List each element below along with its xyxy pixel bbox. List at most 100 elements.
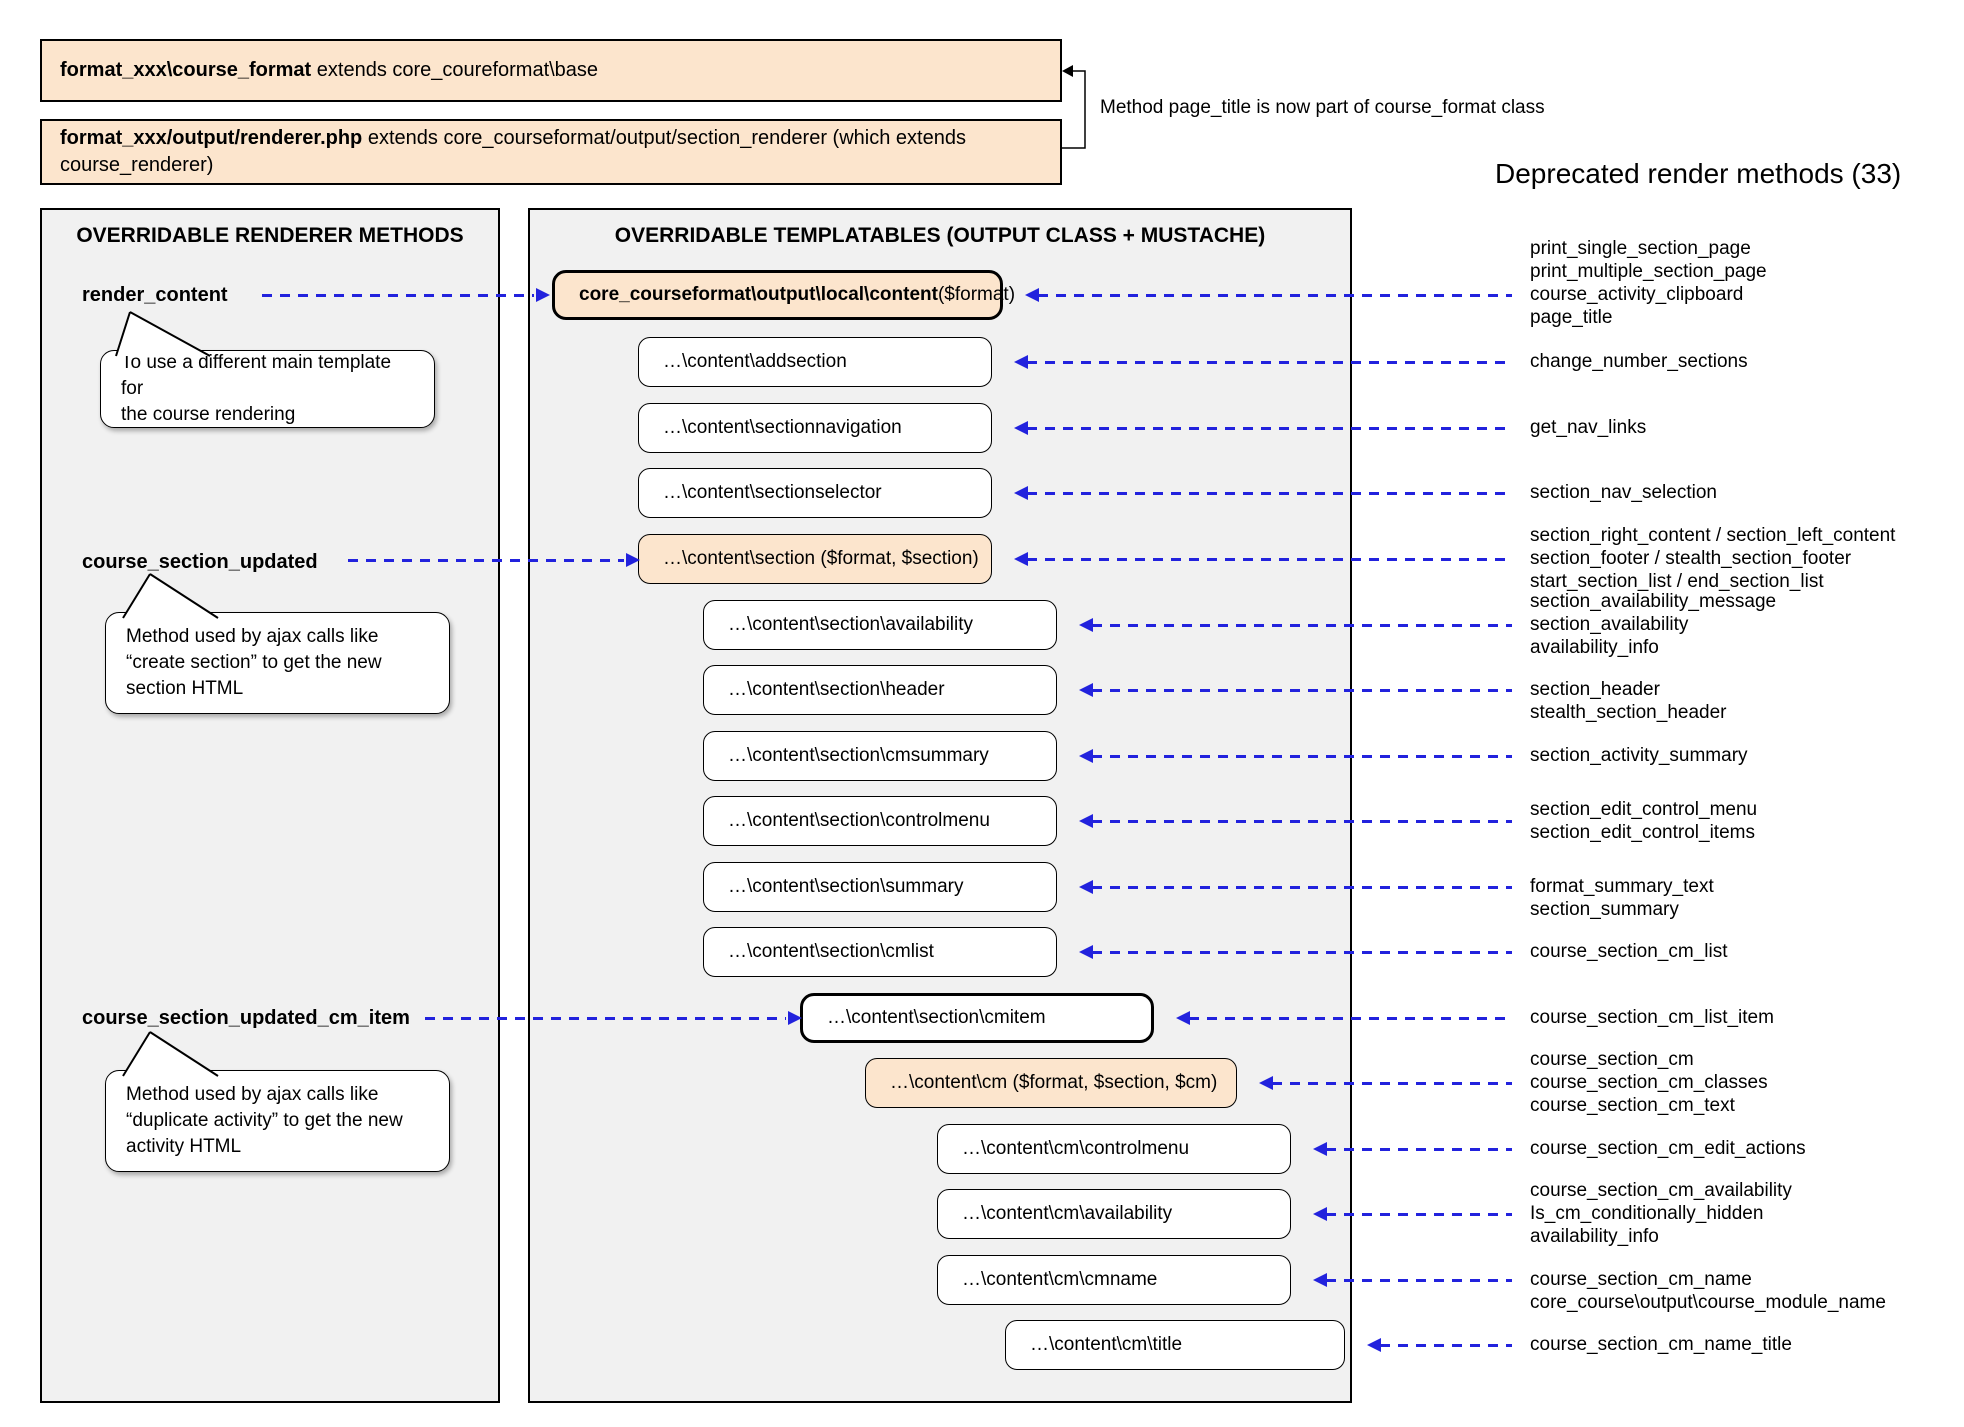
deprecated-method: section_availability <box>1530 614 1689 635</box>
course-section-updated-bubble: Method used by ajax calls like “create s… <box>105 612 450 714</box>
deprecated-method: section_nav_selection <box>1530 482 1717 503</box>
course-format-class-box: format_xxx\course_format extends core_co… <box>40 39 1062 102</box>
deprecated-method: course_section_cm_text <box>1530 1095 1735 1116</box>
deprecated-methods-title: Deprecated render methods (33) <box>1495 158 1902 189</box>
deprecated-method: section_header <box>1530 679 1660 700</box>
arrowhead-left-icon <box>1313 1207 1327 1221</box>
method-label-render-content: render_content <box>82 284 228 306</box>
templatable-box-16: …\content\cm\title <box>1005 1320 1345 1370</box>
arrowhead-left-icon <box>1079 814 1093 828</box>
arrowhead-left-icon <box>1014 486 1028 500</box>
page-title-note: Method page_title is now part of course_… <box>1100 97 1545 118</box>
deprecated-method-arrow <box>1027 360 1512 364</box>
deprecated-method-arrow <box>1092 950 1512 954</box>
deprecated-method-arrow <box>1092 623 1512 627</box>
deprecated-method: course_section_cm_edit_actions <box>1530 1138 1806 1159</box>
templatable-box-15: …\content\cm\cmname <box>937 1255 1291 1305</box>
deprecated-method: availability_info <box>1530 1226 1659 1247</box>
deprecated-method: section_right_content / section_left_con… <box>1530 525 1896 546</box>
renderer-php-box: format_xxx/output/renderer.php extends c… <box>40 119 1062 185</box>
arrowhead-left-icon <box>1079 683 1093 697</box>
deprecated-method: change_number_sections <box>1530 351 1748 372</box>
arrowhead-left-icon <box>1025 288 1039 302</box>
bracket-connector-icon <box>1062 65 1086 149</box>
deprecated-method: course_section_cm_availability <box>1530 1180 1792 1201</box>
deprecated-method: course_section_cm_name <box>1530 1269 1752 1290</box>
deprecated-method-arrow <box>1326 1147 1512 1151</box>
course-section-updated-arrow <box>348 558 624 562</box>
arrowhead-left-icon <box>1367 1338 1381 1352</box>
arrowhead-right-icon <box>788 1011 802 1025</box>
deprecated-method: section_footer / stealth_section_footer <box>1530 548 1852 569</box>
deprecated-method: section_edit_control_menu <box>1530 799 1758 820</box>
deprecated-method: get_nav_links <box>1530 417 1647 438</box>
arrowhead-right-icon <box>626 553 640 567</box>
bubble-tail-icon <box>122 1031 219 1077</box>
deprecated-method-arrow <box>1092 688 1512 692</box>
templatable-box-13: …\content\cm\controlmenu <box>937 1124 1291 1174</box>
course-format-class-text: format_xxx\course_format extends core_co… <box>60 59 599 81</box>
arrowhead-left-icon <box>1014 355 1028 369</box>
arrowhead-left-icon <box>1079 880 1093 894</box>
templatable-box-5: …\content\section\availability <box>703 600 1057 650</box>
deprecated-method: print_multiple_section_page <box>1530 261 1767 282</box>
arrowhead-left-icon <box>1176 1011 1190 1025</box>
templatable-box-9: …\content\section\summary <box>703 862 1057 912</box>
templatable-box-11: …\content\section\cmitem <box>800 993 1154 1043</box>
deprecated-method-arrow <box>1027 426 1512 430</box>
templatable-box-6: …\content\section\header <box>703 665 1057 715</box>
deprecated-method-arrow <box>1189 1016 1512 1020</box>
deprecated-method: availability_info <box>1530 637 1659 658</box>
bubble-tail-icon <box>122 573 219 619</box>
arrowhead-left-icon <box>1079 945 1093 959</box>
arrowhead-left-icon <box>1079 618 1093 632</box>
deprecated-method: section_availability_message <box>1530 591 1777 612</box>
deprecated-method: stealth_section_header <box>1530 702 1727 723</box>
deprecated-method-arrow <box>1027 491 1512 495</box>
course-section-updated-cm-item-bubble: Method used by ajax calls like “duplicat… <box>105 1070 450 1172</box>
arrowhead-left-icon <box>1014 421 1028 435</box>
deprecated-method-arrow <box>1326 1212 1512 1216</box>
deprecated-method: format_summary_text <box>1530 876 1714 897</box>
deprecated-method: course_section_cm_classes <box>1530 1072 1768 1093</box>
arrowhead-left-icon <box>1079 749 1093 763</box>
deprecated-method-arrow <box>1092 819 1512 823</box>
deprecated-method-arrow <box>1380 1343 1512 1347</box>
deprecated-method: start_section_list / end_section_list <box>1530 571 1824 592</box>
deprecated-method-arrow <box>1326 1278 1512 1282</box>
deprecated-method: Is_cm_conditionally_hidden <box>1530 1203 1764 1224</box>
templatable-box-2: …\content\sectionnavigation <box>638 403 992 453</box>
deprecated-method: section_activity_summary <box>1530 745 1748 766</box>
course-section-updated-cm-item-arrow <box>425 1016 786 1020</box>
deprecated-method-arrow <box>1272 1081 1512 1085</box>
renderer-php-text: format_xxx/output/renderer.php extends c… <box>60 127 966 176</box>
deprecated-method: course_section_cm_list_item <box>1530 1007 1774 1028</box>
method-label-course-section-updated-cm-item: course_section_updated_cm_item <box>82 1007 410 1029</box>
templatable-box-4: …\content\section ($format, $section) <box>638 534 992 584</box>
method-label-course-section-updated: course_section_updated <box>82 551 318 573</box>
templatable-box-10: …\content\section\cmlist <box>703 927 1057 977</box>
arrowhead-left-icon <box>1313 1273 1327 1287</box>
arrowhead-left-icon <box>1313 1142 1327 1156</box>
deprecated-method: page_title <box>1530 307 1613 328</box>
deprecated-method: course_section_cm <box>1530 1049 1694 1070</box>
render-content-arrow <box>262 293 534 297</box>
arrowhead-left-icon <box>1259 1076 1273 1090</box>
render-content-bubble: To use a different main template for the… <box>100 350 435 428</box>
templatable-box-12: …\content\cm ($format, $section, $cm) <box>865 1058 1237 1108</box>
templatable-box-0: core_courseformat\output\local\content (… <box>552 270 1015 320</box>
deprecated-method-arrow <box>1027 557 1512 561</box>
templatable-box-3: …\content\sectionselector <box>638 468 992 518</box>
deprecated-method: course_activity_clipboard <box>1530 284 1744 305</box>
deprecated-method: course_section_cm_list <box>1530 941 1728 962</box>
deprecated-method: core_course\output\course_module_name <box>1530 1292 1886 1313</box>
bubble-tail-icon <box>115 311 211 357</box>
templatable-box-1: …\content\addsection <box>638 337 992 387</box>
deprecated-method: section_edit_control_items <box>1530 822 1755 843</box>
deprecated-method: print_single_section_page <box>1530 238 1751 259</box>
deprecated-method-arrow <box>1038 293 1512 297</box>
templatable-box-8: …\content\section\controlmenu <box>703 796 1057 846</box>
arrowhead-left-icon <box>1014 552 1028 566</box>
deprecated-method: course_section_cm_name_title <box>1530 1334 1792 1355</box>
